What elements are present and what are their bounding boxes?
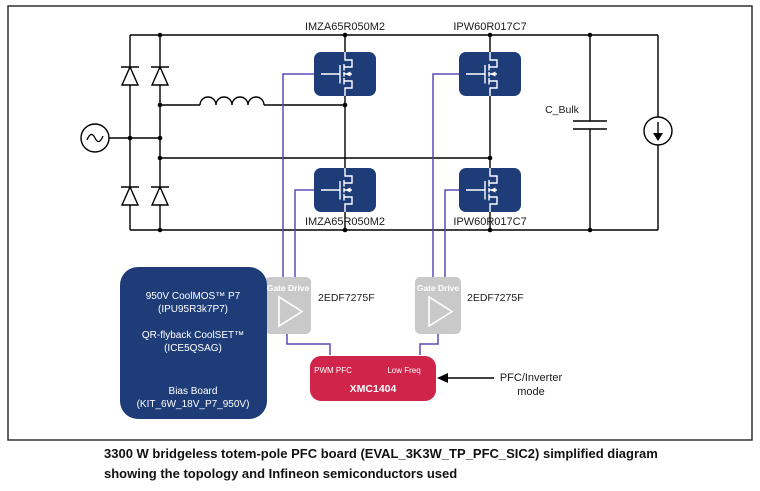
bias-board-box: 950V CoolMOS™ P7 (IPU95R3k7P7) QR-flybac… (120, 267, 267, 419)
bias-board-label-line1: Bias Board (169, 386, 218, 397)
mode-label-line2: mode (517, 386, 545, 398)
gate-driver-right-part-label: 2EDF7275F (467, 292, 524, 304)
mosfet-box-top-left (314, 52, 376, 96)
gate-drive-right-box: Gate Drive (415, 277, 461, 334)
mode-label-line1: PFC/Inverter (500, 372, 563, 384)
mosfet-box-bottom-right (459, 168, 521, 212)
pwm-wire-left (286, 334, 331, 355)
mosfet-symbol-icon (321, 52, 353, 96)
gate-wire-top-left (282, 73, 314, 277)
mosfet-box-bottom-left (314, 168, 376, 212)
mode-arrow: PFC/Inverter mode (437, 372, 563, 398)
coolset-label-line1: QR-flyback CoolSET™ (142, 330, 244, 341)
gate-wire-bottom-left (294, 189, 314, 277)
bridge-diodes (120, 65, 170, 206)
pwm-wire-right (419, 334, 439, 355)
coolmos-label-line2: (IPU95R3k7P7) (158, 304, 228, 315)
mosfet-bottom-right-label: IPW60R017C7 (453, 216, 526, 228)
mcu-box: PWM PFC Low Freq XMC1404 (310, 356, 436, 401)
circuit-wires (109, 34, 659, 231)
diode-icon (120, 65, 140, 86)
low-freq-label: Low Freq (387, 366, 420, 375)
diode-icon (150, 185, 170, 206)
coolset-label-line2: (ICE5QSAG) (164, 343, 222, 354)
bulk-cap-label: C_Bulk (545, 104, 580, 116)
gate-wire-top-right (432, 73, 459, 277)
mcu-name-label: XMC1404 (350, 383, 397, 395)
caption-line1: 3300 W bridgeless totem-pole PFC board (… (104, 446, 658, 461)
mosfet-bottom-left-label: IMZA65R050M2 (305, 216, 385, 228)
amplifier-icon (428, 295, 454, 328)
mosfet-symbol-icon (466, 52, 498, 96)
mosfet-box-top-right (459, 52, 521, 96)
junction-dots (127, 32, 593, 233)
bias-board-label-line2: (KIT_6W_18V_P7_950V) (137, 399, 250, 410)
gate-driver-left-part-label: 2EDF7275F (318, 292, 375, 304)
mosfet-top-left-label: IMZA65R050M2 (305, 21, 385, 33)
pwm-pfc-label: PWM PFC (314, 366, 352, 375)
diode-icon (150, 65, 170, 86)
diode-icon (120, 185, 140, 206)
mode-arrowhead-icon (437, 373, 448, 383)
mosfet-top-right-label: IPW60R017C7 (453, 21, 526, 33)
gate-wire-bottom-right (444, 189, 459, 277)
gate-drive-label: Gate Drive (267, 283, 310, 293)
gate-drive-left-box: Gate Drive (265, 277, 311, 334)
current-source-icon (643, 116, 673, 146)
amplifier-icon (278, 295, 304, 328)
mosfets (314, 52, 521, 212)
gate-drive-label: Gate Drive (417, 283, 460, 293)
caption-line2: showing the topology and Infineon semico… (104, 466, 458, 481)
coolmos-label-line1: 950V CoolMOS™ P7 (146, 291, 241, 302)
boost-inductor-icon (199, 96, 265, 106)
gate-control-wires (282, 73, 459, 355)
ac-source-icon (80, 123, 110, 153)
mosfet-symbol-icon (466, 168, 498, 212)
figure-caption: 3300 W bridgeless totem-pole PFC board (… (104, 444, 724, 484)
mosfet-symbol-icon (321, 168, 353, 212)
